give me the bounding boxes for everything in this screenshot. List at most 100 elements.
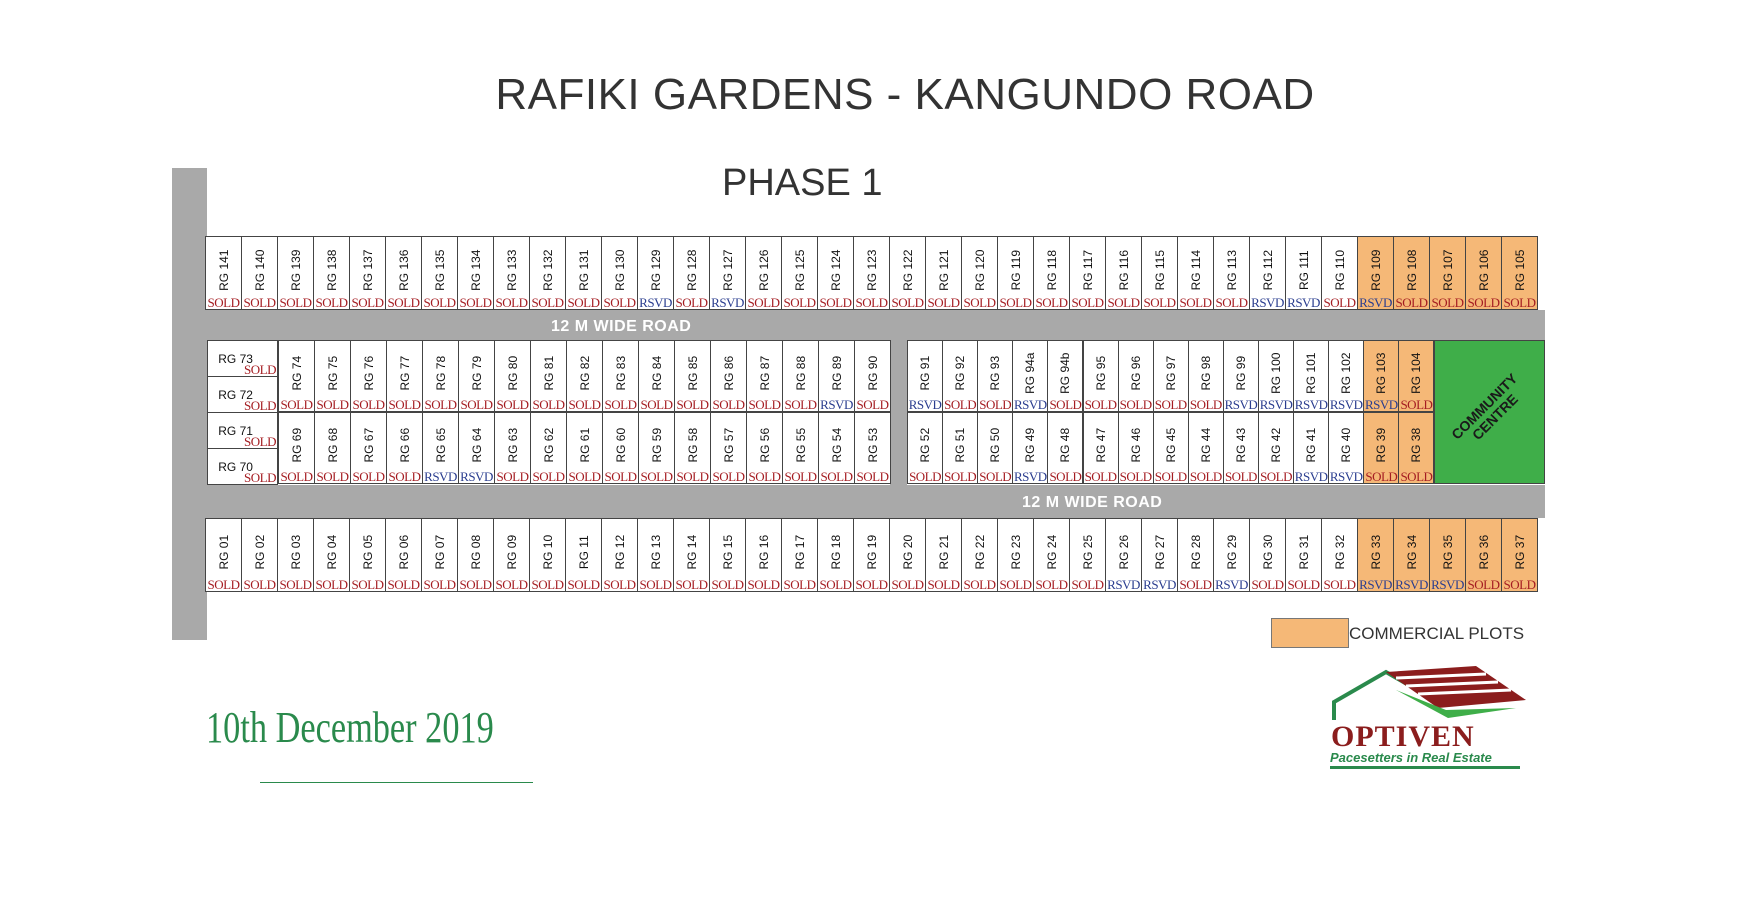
plot-rg-140[interactable]: RG 140SOLD	[241, 236, 278, 310]
plot-rg-49[interactable]: RG 49RSVD	[1012, 412, 1049, 484]
plot-rg-91[interactable]: RG 91RSVD	[907, 340, 944, 412]
plot-rg-117[interactable]: RG 117SOLD	[1069, 236, 1106, 310]
plot-rg-06[interactable]: RG 06SOLD	[385, 518, 422, 592]
plot-rg-116[interactable]: RG 116SOLD	[1105, 236, 1142, 310]
plot-rg-64[interactable]: RG 64RSVD	[458, 412, 495, 484]
plot-rg-122[interactable]: RG 122SOLD	[889, 236, 926, 310]
plot-rg-94b[interactable]: RG 94bSOLD	[1047, 340, 1084, 412]
plot-rg-107[interactable]: RG 107SOLD	[1429, 236, 1466, 310]
plot-rg-32[interactable]: RG 32SOLD	[1321, 518, 1358, 592]
plot-rg-133[interactable]: RG 133SOLD	[493, 236, 530, 310]
plot-rg-71[interactable]: RG 71SOLD	[207, 412, 278, 449]
plot-rg-68[interactable]: RG 68SOLD	[314, 412, 351, 484]
plot-rg-69[interactable]: RG 69SOLD	[278, 412, 315, 484]
plot-rg-126[interactable]: RG 126SOLD	[745, 236, 782, 310]
plot-rg-136[interactable]: RG 136SOLD	[385, 236, 422, 310]
plot-rg-77[interactable]: RG 77SOLD	[386, 340, 423, 412]
plot-rg-02[interactable]: RG 02SOLD	[241, 518, 278, 592]
plot-rg-108[interactable]: RG 108SOLD	[1393, 236, 1430, 310]
plot-rg-96[interactable]: RG 96SOLD	[1117, 340, 1154, 412]
plot-rg-110[interactable]: RG 110SOLD	[1321, 236, 1358, 310]
plot-rg-28[interactable]: RG 28SOLD	[1177, 518, 1214, 592]
plot-rg-135[interactable]: RG 135SOLD	[421, 236, 458, 310]
plot-rg-119[interactable]: RG 119SOLD	[997, 236, 1034, 310]
plot-rg-23[interactable]: RG 23SOLD	[997, 518, 1034, 592]
plot-rg-43[interactable]: RG 43SOLD	[1222, 412, 1259, 484]
plot-rg-62[interactable]: RG 62SOLD	[530, 412, 567, 484]
plot-rg-73[interactable]: RG 73SOLD	[207, 340, 278, 377]
plot-rg-113[interactable]: RG 113SOLD	[1213, 236, 1250, 310]
plot-rg-88[interactable]: RG 88SOLD	[782, 340, 819, 412]
plot-rg-46[interactable]: RG 46SOLD	[1117, 412, 1154, 484]
plot-rg-124[interactable]: RG 124SOLD	[817, 236, 854, 310]
plot-rg-137[interactable]: RG 137SOLD	[349, 236, 386, 310]
plot-rg-59[interactable]: RG 59SOLD	[638, 412, 675, 484]
plot-rg-21[interactable]: RG 21SOLD	[925, 518, 962, 592]
plot-rg-125[interactable]: RG 125SOLD	[781, 236, 818, 310]
plot-rg-128[interactable]: RG 128SOLD	[673, 236, 710, 310]
plot-rg-82[interactable]: RG 82SOLD	[566, 340, 603, 412]
plot-rg-87[interactable]: RG 87SOLD	[746, 340, 783, 412]
plot-rg-141[interactable]: RG 141SOLD	[205, 236, 242, 310]
plot-rg-05[interactable]: RG 05SOLD	[349, 518, 386, 592]
plot-rg-54[interactable]: RG 54SOLD	[818, 412, 855, 484]
plot-rg-90[interactable]: RG 90SOLD	[854, 340, 891, 412]
plot-rg-86[interactable]: RG 86SOLD	[710, 340, 747, 412]
plot-rg-25[interactable]: RG 25SOLD	[1069, 518, 1106, 592]
plot-rg-52[interactable]: RG 52SOLD	[907, 412, 944, 484]
plot-rg-27[interactable]: RG 27RSVD	[1141, 518, 1178, 592]
plot-rg-83[interactable]: RG 83SOLD	[602, 340, 639, 412]
plot-rg-40[interactable]: RG 40RSVD	[1328, 412, 1365, 484]
plot-rg-55[interactable]: RG 55SOLD	[782, 412, 819, 484]
plot-rg-139[interactable]: RG 139SOLD	[277, 236, 314, 310]
plot-rg-99[interactable]: RG 99RSVD	[1222, 340, 1259, 412]
plot-rg-37[interactable]: RG 37SOLD	[1501, 518, 1538, 592]
plot-rg-11[interactable]: RG 11SOLD	[565, 518, 602, 592]
plot-rg-131[interactable]: RG 131SOLD	[565, 236, 602, 310]
plot-rg-41[interactable]: RG 41RSVD	[1293, 412, 1330, 484]
plot-rg-20[interactable]: RG 20SOLD	[889, 518, 926, 592]
plot-rg-103[interactable]: RG 103RSVD	[1363, 340, 1400, 412]
plot-rg-76[interactable]: RG 76SOLD	[350, 340, 387, 412]
plot-rg-60[interactable]: RG 60SOLD	[602, 412, 639, 484]
plot-rg-07[interactable]: RG 07SOLD	[421, 518, 458, 592]
plot-rg-75[interactable]: RG 75SOLD	[314, 340, 351, 412]
plot-rg-101[interactable]: RG 101RSVD	[1293, 340, 1330, 412]
plot-rg-65[interactable]: RG 65RSVD	[422, 412, 459, 484]
plot-rg-10[interactable]: RG 10SOLD	[529, 518, 566, 592]
plot-rg-38[interactable]: RG 38SOLD	[1398, 412, 1435, 484]
plot-rg-34[interactable]: RG 34RSVD	[1393, 518, 1430, 592]
plot-rg-50[interactable]: RG 50SOLD	[977, 412, 1014, 484]
plot-rg-74[interactable]: RG 74SOLD	[278, 340, 315, 412]
plot-rg-16[interactable]: RG 16SOLD	[745, 518, 782, 592]
plot-rg-84[interactable]: RG 84SOLD	[638, 340, 675, 412]
plot-rg-129[interactable]: RG 129RSVD	[637, 236, 674, 310]
plot-rg-35[interactable]: RG 35RSVD	[1429, 518, 1466, 592]
plot-rg-78[interactable]: RG 78SOLD	[422, 340, 459, 412]
plot-rg-08[interactable]: RG 08SOLD	[457, 518, 494, 592]
plot-rg-01[interactable]: RG 01SOLD	[205, 518, 242, 592]
plot-rg-118[interactable]: RG 118SOLD	[1033, 236, 1070, 310]
plot-rg-138[interactable]: RG 138SOLD	[313, 236, 350, 310]
plot-rg-15[interactable]: RG 15SOLD	[709, 518, 746, 592]
plot-rg-67[interactable]: RG 67SOLD	[350, 412, 387, 484]
plot-rg-53[interactable]: RG 53SOLD	[854, 412, 891, 484]
plot-rg-61[interactable]: RG 61SOLD	[566, 412, 603, 484]
plot-rg-51[interactable]: RG 51SOLD	[942, 412, 979, 484]
plot-rg-94a[interactable]: RG 94aRSVD	[1012, 340, 1049, 412]
plot-rg-12[interactable]: RG 12SOLD	[601, 518, 638, 592]
plot-rg-97[interactable]: RG 97SOLD	[1152, 340, 1189, 412]
plot-rg-39[interactable]: RG 39SOLD	[1363, 412, 1400, 484]
plot-rg-109[interactable]: RG 109RSVD	[1357, 236, 1394, 310]
plot-rg-81[interactable]: RG 81SOLD	[530, 340, 567, 412]
plot-rg-134[interactable]: RG 134SOLD	[457, 236, 494, 310]
plot-rg-102[interactable]: RG 102RSVD	[1328, 340, 1365, 412]
plot-rg-112[interactable]: RG 112RSVD	[1249, 236, 1286, 310]
plot-rg-111[interactable]: RG 111RSVD	[1285, 236, 1322, 310]
plot-rg-31[interactable]: RG 31SOLD	[1285, 518, 1322, 592]
plot-rg-57[interactable]: RG 57SOLD	[710, 412, 747, 484]
plot-rg-95[interactable]: RG 95SOLD	[1082, 340, 1119, 412]
plot-rg-19[interactable]: RG 19SOLD	[853, 518, 890, 592]
plot-rg-89[interactable]: RG 89RSVD	[818, 340, 855, 412]
plot-rg-115[interactable]: RG 115SOLD	[1141, 236, 1178, 310]
